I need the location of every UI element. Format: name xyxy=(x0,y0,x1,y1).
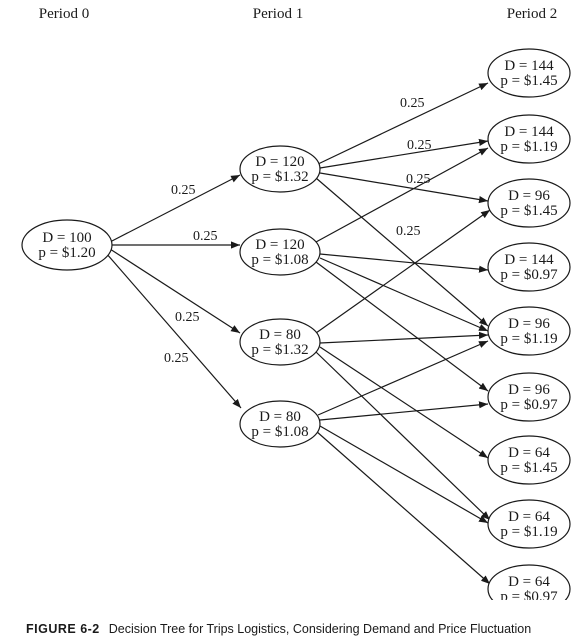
node-demand-label: D = 96 xyxy=(508,188,550,204)
tree-node-period-0: D = 100 p = $1.20 xyxy=(21,219,113,271)
edge-n1d-n2e xyxy=(317,340,489,416)
figure-caption-text: Decision Tree for Trips Logistics, Consi… xyxy=(108,622,532,636)
node-price-label: p = $1.32 xyxy=(251,169,308,185)
edge-n0-n1c xyxy=(109,248,241,334)
probability-label: 0.25 xyxy=(406,172,431,187)
probability-label: 0.25 xyxy=(164,351,189,366)
node-price-label: p = $1.08 xyxy=(251,252,308,268)
edge-n1d-n2i xyxy=(315,430,491,585)
tree-node-period-1: D = 120 p = $1.08 xyxy=(239,228,321,276)
edge-n1b-n2d xyxy=(319,253,489,273)
probability-label: 0.25 xyxy=(396,224,421,239)
node-price-label: p = $1.20 xyxy=(38,245,95,261)
tree-node-period-1: D = 120 p = $1.32 xyxy=(239,145,321,193)
edge-n1c-n2g xyxy=(319,346,489,459)
edge-n1b-n2f xyxy=(315,261,489,392)
node-demand-label: D = 96 xyxy=(508,382,550,398)
probability-label: 0.25 xyxy=(175,310,200,325)
edge-n0-n1d xyxy=(105,252,242,409)
decision-tree-canvas: Period 0 Period 1 Period 2 0.25 0.25 0.2… xyxy=(21,6,571,600)
edge-n1c-n2c xyxy=(315,209,491,334)
probability-label: 0.25 xyxy=(171,183,196,198)
edge-n1b-n2e xyxy=(319,257,489,332)
edge-n1a-n2e xyxy=(315,177,489,327)
node-price-label: p = $1.45 xyxy=(500,203,557,219)
edge-n1d-n2f xyxy=(319,401,489,421)
tree-node-period-1: D = 80 p = $1.32 xyxy=(239,318,321,366)
node-price-label: p = $0.97 xyxy=(500,589,558,600)
node-demand-label: D = 64 xyxy=(508,445,550,461)
edge-n1c-n2e xyxy=(319,331,489,344)
period-1-label: Period 1 xyxy=(253,6,303,22)
node-demand-label: D = 96 xyxy=(508,316,550,332)
node-demand-label: D = 80 xyxy=(259,327,301,343)
node-demand-label: D = 120 xyxy=(255,237,304,253)
tree-node-period-2: D = 96 p = $1.19 xyxy=(487,306,571,356)
tree-node-period-2: D = 96 p = $0.97 xyxy=(487,372,571,422)
probability-label: 0.25 xyxy=(400,96,425,111)
node-demand-label: D = 144 xyxy=(504,58,554,74)
period-2-label: Period 2 xyxy=(507,6,557,22)
node-price-label: p = $0.97 xyxy=(500,267,558,283)
tree-node-period-2: D = 144 p = $1.19 xyxy=(487,114,571,164)
probability-label: 0.25 xyxy=(193,229,218,244)
edge-n1a-n2c xyxy=(319,172,489,204)
edge-n1a-n2a xyxy=(315,82,489,166)
node-price-label: p = $1.45 xyxy=(500,460,557,476)
node-price-label: p = $1.45 xyxy=(500,73,557,89)
tree-node-period-2: D = 64 p = $0.97 xyxy=(487,564,571,600)
probability-label: 0.25 xyxy=(407,138,432,153)
node-price-label: p = $1.19 xyxy=(500,524,557,540)
node-demand-label: D = 144 xyxy=(504,124,554,140)
node-price-label: p = $0.97 xyxy=(500,397,558,413)
tree-node-period-2: D = 144 p = $0.97 xyxy=(487,242,571,292)
node-demand-label: D = 120 xyxy=(255,154,304,170)
figure-number: FIGURE 6-2 xyxy=(26,622,100,636)
node-demand-label: D = 144 xyxy=(504,252,554,268)
edge-n1a-n2b xyxy=(319,138,489,169)
edge-n0-n1a xyxy=(109,174,241,243)
figure-caption: FIGURE 6-2 Decision Tree for Trips Logist… xyxy=(26,622,531,636)
node-price-label: p = $1.19 xyxy=(500,139,557,155)
node-demand-label: D = 64 xyxy=(508,509,550,525)
edge-n1d-n2h xyxy=(319,425,489,524)
node-price-label: p = $1.32 xyxy=(251,342,308,358)
tree-node-period-2: D = 64 p = $1.45 xyxy=(487,435,571,485)
tree-node-period-2: D = 96 p = $1.45 xyxy=(487,178,571,228)
node-price-label: p = $1.19 xyxy=(500,331,557,347)
tree-node-period-1: D = 80 p = $1.08 xyxy=(239,400,321,448)
node-demand-label: D = 80 xyxy=(259,409,301,425)
period-0-label: Period 0 xyxy=(39,6,89,22)
node-demand-label: D = 100 xyxy=(42,230,91,246)
edges xyxy=(105,82,491,585)
edge-n1c-n2h xyxy=(315,351,491,521)
node-price-label: p = $1.08 xyxy=(251,424,308,440)
edge-n1b-n2b xyxy=(315,147,489,243)
node-demand-label: D = 64 xyxy=(508,574,550,590)
tree-node-period-2: D = 144 p = $1.45 xyxy=(487,48,571,98)
tree-node-period-2: D = 64 p = $1.19 xyxy=(487,499,571,549)
